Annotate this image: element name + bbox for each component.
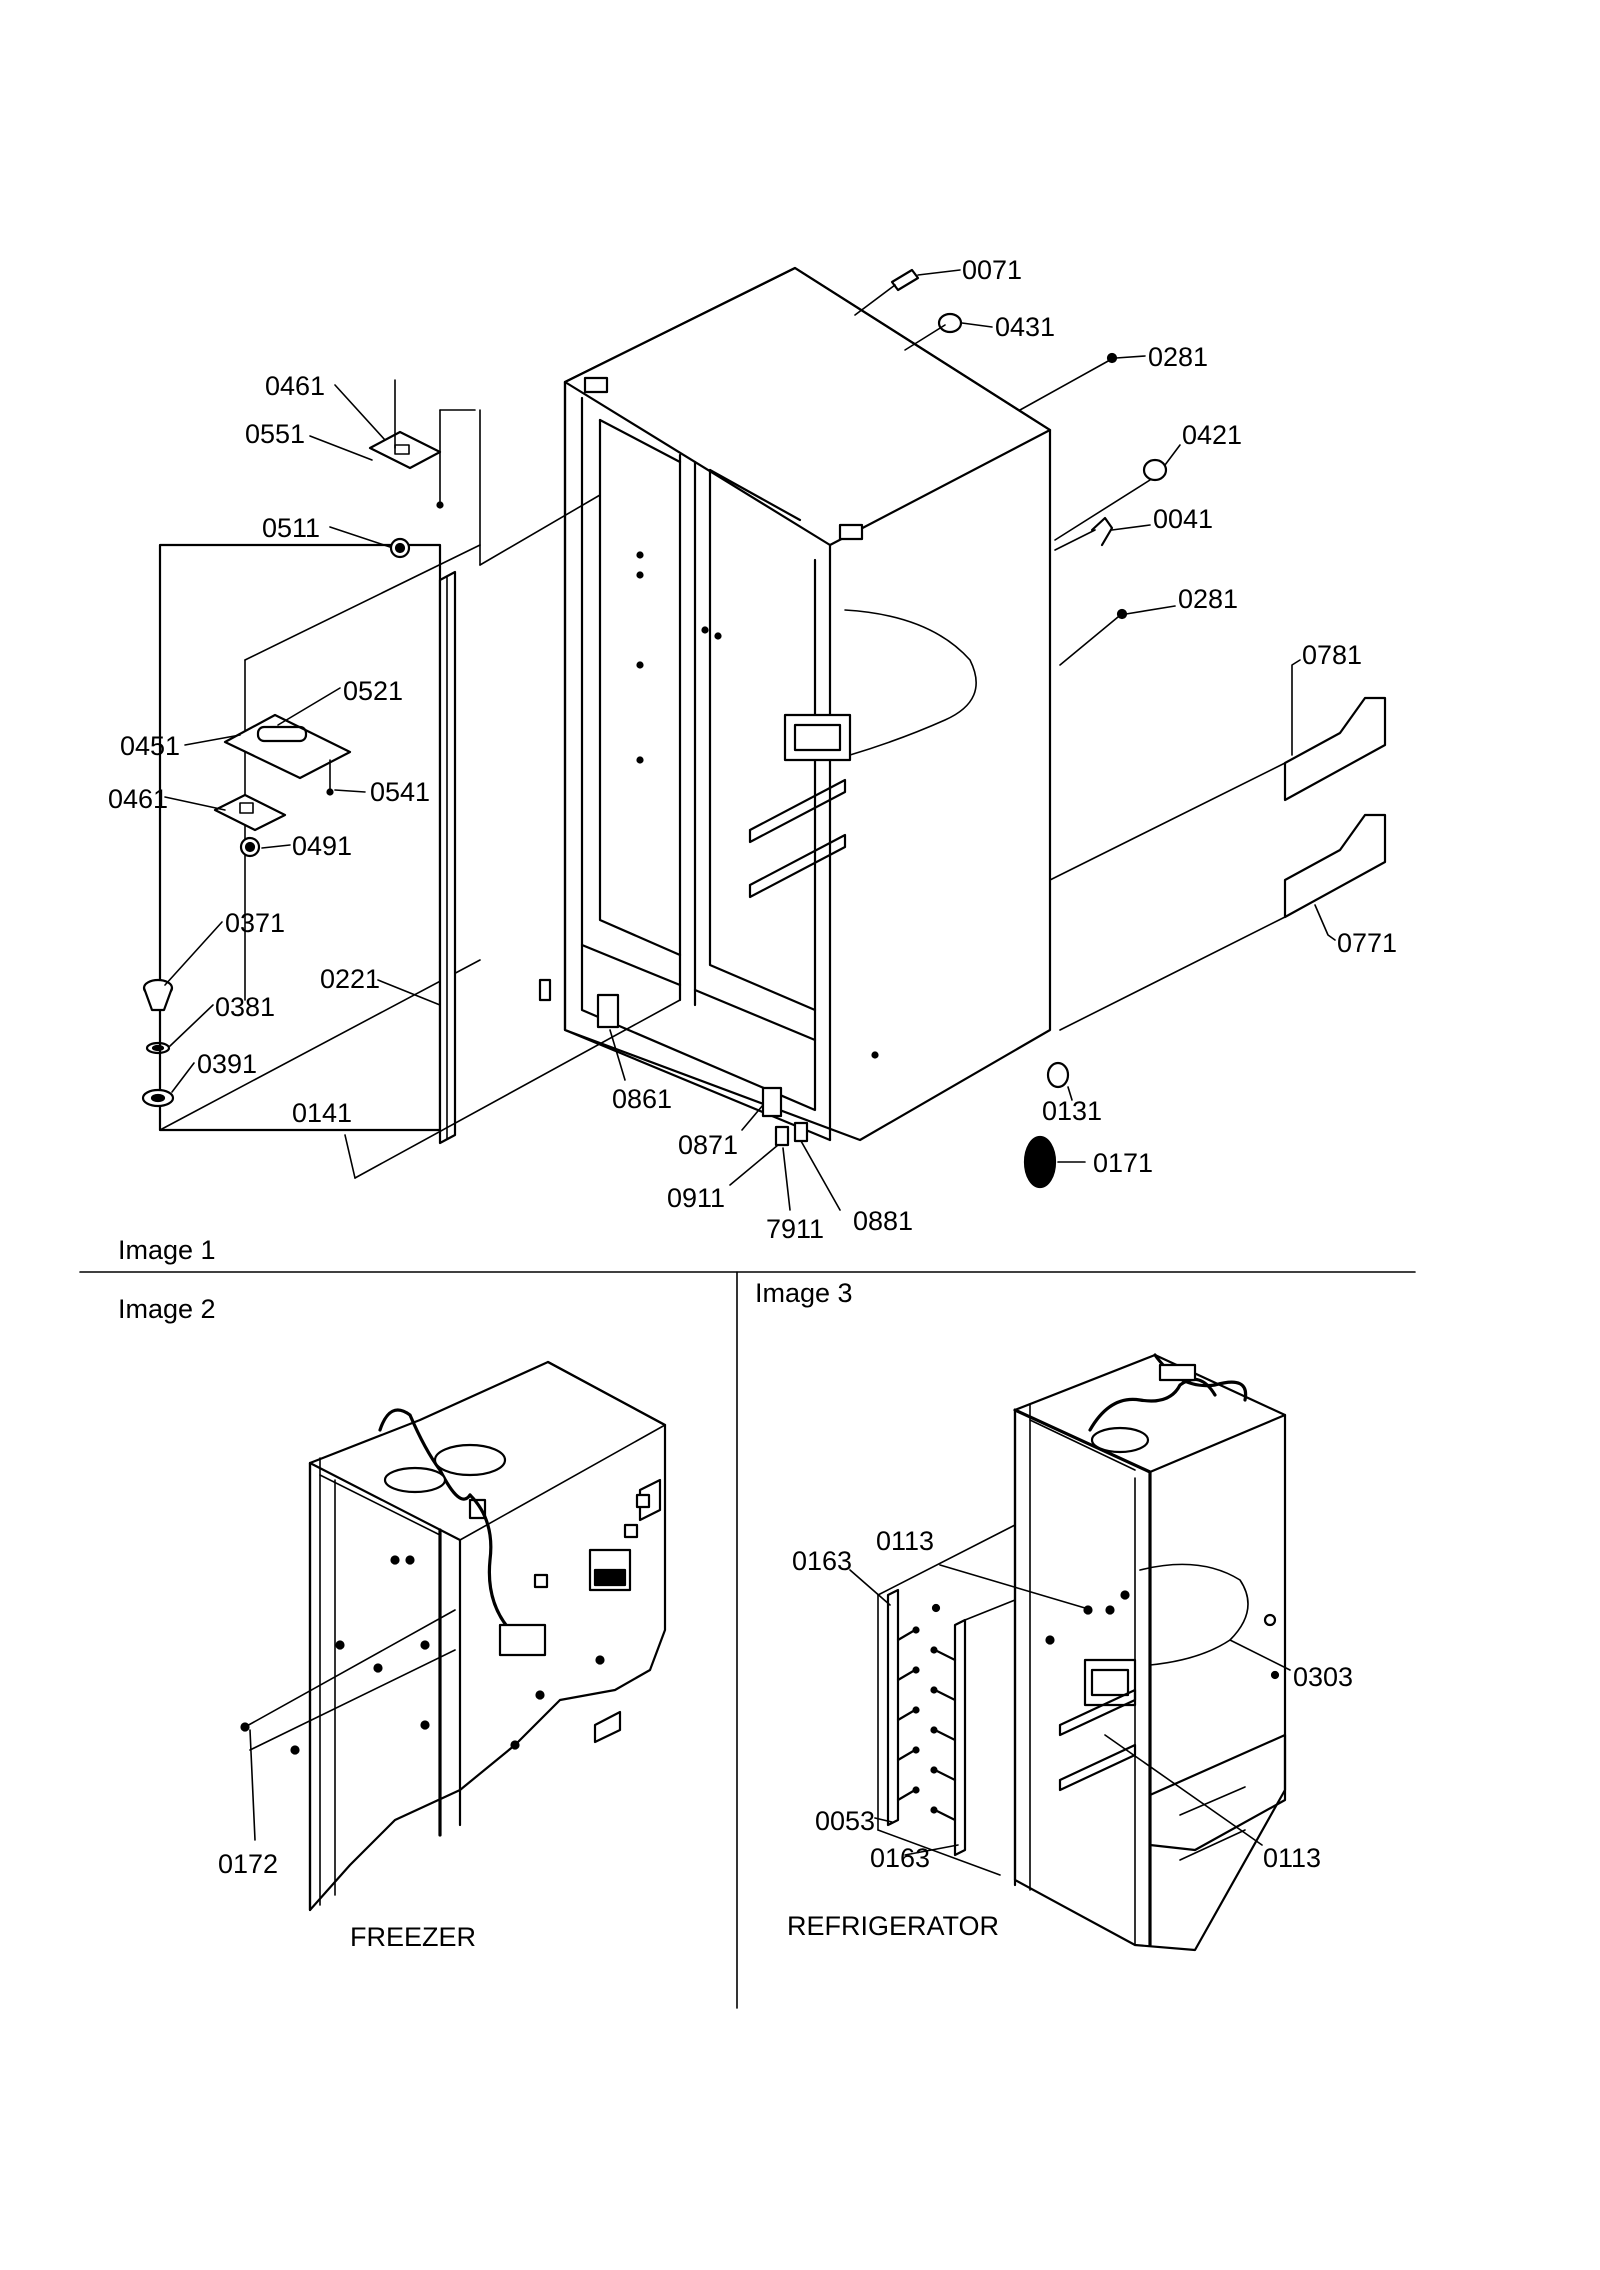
hinge-parts-top — [368, 379, 601, 566]
hinge-parts-mid — [213, 713, 352, 858]
part-label: 0113 — [876, 1526, 934, 1556]
image3-title: Image 3 — [755, 1278, 853, 1308]
image1-part-labels: 0071 0431 0281 0421 0041 0281 0781 0771 … — [108, 255, 1397, 1265]
part-label: 0041 — [1153, 504, 1213, 534]
image1-title: Image 1 — [118, 1235, 216, 1265]
part-label: 0911 — [667, 1183, 725, 1213]
part-label: 0113 — [1263, 1843, 1321, 1873]
part-label: 0381 — [215, 992, 275, 1022]
part-label: 0281 — [1178, 584, 1238, 614]
part-label: 0221 — [320, 964, 380, 994]
part-label: 0071 — [962, 255, 1022, 285]
part-label: 0371 — [225, 908, 285, 938]
part-label: 0421 — [1182, 420, 1242, 450]
top-right-parts — [854, 268, 1168, 666]
part-label: 0521 — [343, 676, 403, 706]
image3-labels: Image 3 0163 0113 0303 0053 0163 0113 RE… — [755, 1278, 1353, 1941]
bottom-brackets — [354, 978, 1070, 1189]
part-label: 0172 — [218, 1849, 278, 1879]
part-label: 7911 — [766, 1214, 824, 1244]
part-label: 0163 — [870, 1843, 930, 1873]
freezer-assembly — [240, 1360, 667, 1912]
part-label: 0881 — [853, 1206, 913, 1236]
part-label: 0163 — [792, 1546, 852, 1576]
part-label: 0451 — [120, 731, 180, 761]
part-label: 0541 — [370, 777, 430, 807]
part-label: 0281 — [1148, 342, 1208, 372]
part-label: 0871 — [678, 1130, 738, 1160]
part-label: 0303 — [1293, 1662, 1353, 1692]
part-label: 0461 — [265, 371, 325, 401]
part-label: 0141 — [292, 1098, 352, 1128]
part-label: 0781 — [1302, 640, 1362, 670]
part-label: 0771 — [1337, 928, 1397, 958]
part-label: 0491 — [292, 831, 352, 861]
image2-title: Image 2 — [118, 1294, 216, 1324]
leveler-parts — [141, 978, 175, 1108]
cabinet-assembly — [563, 266, 1052, 1142]
part-label: 0461 — [108, 784, 168, 814]
side-panels — [1049, 696, 1387, 1031]
image2-caption: FREEZER — [350, 1922, 476, 1952]
part-label: 0131 — [1042, 1096, 1102, 1126]
gasket-strip — [438, 570, 457, 1145]
part-label: 0171 — [1093, 1148, 1153, 1178]
image3-caption: REFRIGERATOR — [787, 1911, 999, 1941]
part-label: 0511 — [262, 513, 320, 543]
leader-lines-image1 — [164, 269, 1336, 1211]
part-label: 0391 — [197, 1049, 257, 1079]
part-label: 0431 — [995, 312, 1055, 342]
image2-labels: Image 2 0172 FREEZER — [118, 1294, 476, 1952]
part-label: 0551 — [245, 419, 305, 449]
part-label: 0053 — [815, 1806, 875, 1836]
refrigerator-assembly — [849, 1353, 1291, 1952]
section-dividers — [79, 1271, 1416, 2009]
part-label: 0861 — [612, 1084, 672, 1114]
